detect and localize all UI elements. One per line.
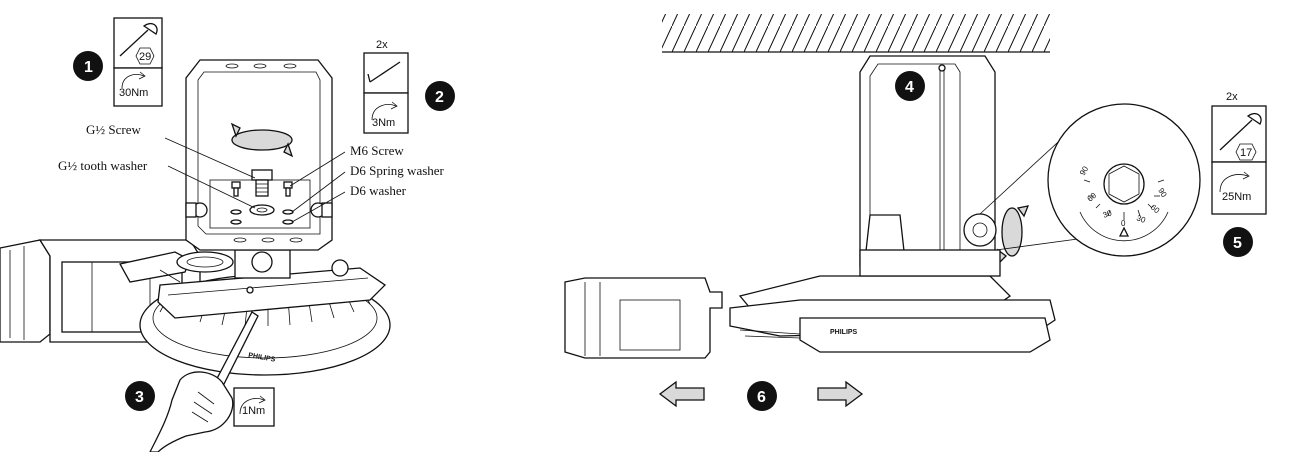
mounting-bracket [185,59,333,251]
wrench-size-29: 29 [139,51,151,63]
step-number-3: 3 [135,389,144,406]
step-number-6: 6 [757,389,766,406]
arrow-left-icon [658,380,705,408]
wrench-size-17: 17 [1240,147,1252,159]
left-assembly: PHILIPS [0,59,445,452]
torque-3nm: 3Nm [372,117,395,129]
g12-screw [251,169,273,197]
brand-logo-right: PHILIPS [830,329,858,336]
scale-center-0: 0 [1121,219,1126,228]
label-g12-screw: G½ Screw [86,122,141,137]
scale-left-30: 30 [1102,208,1114,220]
quantity-2x-icon5: 2x [1226,91,1238,103]
step-6-group: 6 [658,380,864,411]
ceiling [662,14,1050,53]
callout-g12-screw [164,137,256,179]
step-badge-6: 6 [747,381,777,411]
hex-key-icon [367,61,401,83]
wrench-icon [1219,112,1262,151]
step-badge-3: 3 [125,381,155,411]
step-badge-4: 4 [895,71,925,101]
tool-icon-3: 1Nm [233,387,275,427]
tool-icon-5: 2x 17 25Nm [1211,91,1267,215]
step-number-5: 5 [1233,235,1242,252]
label-d6-washer: D6 washer [350,183,407,198]
m6-screws [231,181,293,197]
label-g12-tooth-washer: G½ tooth washer [58,158,148,173]
angle-scale-zoom: 90 60 30 0 30 60 90 [1047,103,1201,257]
screwdriver-hand [149,311,259,452]
step-badge-5: 5 [1223,227,1253,257]
label-m6-screw: M6 Screw [350,143,404,158]
arrow-right-icon [817,380,864,408]
right-driver-box [564,277,723,359]
tool-icon-1: 29 30Nm [113,17,163,107]
callout-g12-tooth-washer [167,165,256,209]
callout-d6-washer [291,191,346,223]
torque-1nm: 1Nm [242,405,265,417]
torque-25nm: 25Nm [1222,191,1251,203]
highbay-housing: PHILIPS [119,249,391,376]
step-number-4: 4 [905,79,914,96]
callout-m6-screw [289,151,346,187]
washers [230,204,294,225]
pivot-scale [963,213,997,247]
torque-arrow-icon [1219,171,1250,193]
step-badge-1: 1 [73,51,103,81]
callout-d6-spring-washer [291,171,346,213]
torque-arrow-icon [239,395,266,415]
tool-icon-2: 2x 3Nm [363,39,409,134]
rotate-arrow-icon [997,205,1030,264]
torque-30nm: 30Nm [119,87,148,99]
torque-arrow-icon [371,101,398,121]
step-badge-2: 2 [425,81,455,111]
brand-logo-left: PHILIPS [248,352,276,364]
scale-ticks [1083,179,1165,220]
rotate-arrow-icon [230,122,294,158]
right-highbay-housing: PHILIPS [729,249,1056,353]
scale-pointer-icon [1118,226,1130,237]
right-assembly: PHILIPS [564,55,1101,359]
step-number-1: 1 [84,59,93,76]
step-number-2: 2 [435,89,444,106]
torque-arrow-icon [121,71,146,89]
quantity-2x-icon2: 2x [376,39,388,51]
scale-right-30: 30 [1135,213,1147,225]
wrench-icon [119,22,158,57]
label-d6-spring-washer: D6 Spring washer [350,163,445,178]
